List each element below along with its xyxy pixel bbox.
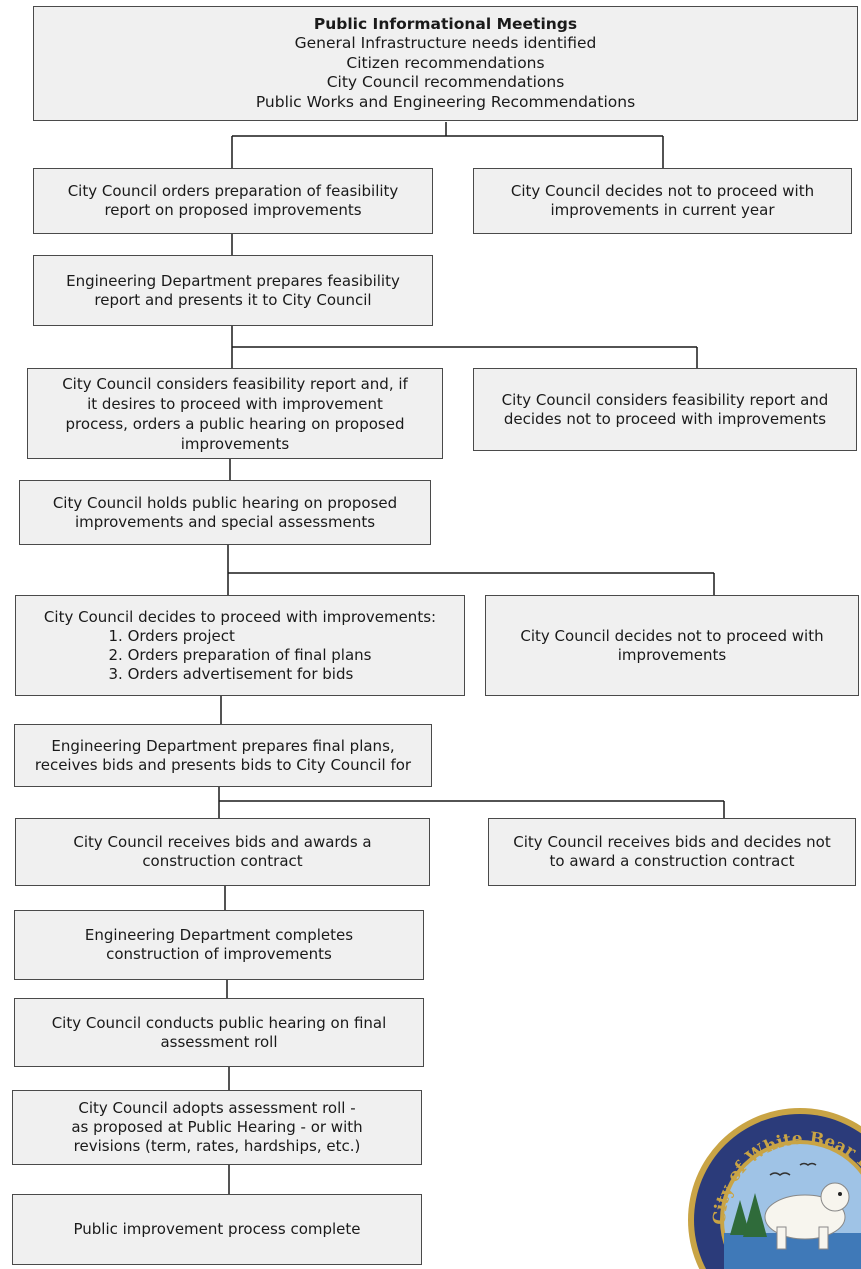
box-line: Public improvement process complete <box>73 1220 361 1238</box>
box-line: construction of improvements <box>106 945 332 963</box>
box-line: receives bids and presents bids to City … <box>34 755 412 774</box>
council-not-proceed-box: City Council decides not to proceed with… <box>485 595 859 696</box>
engineering-completes-construction-box: Engineering Department completes constru… <box>14 910 424 980</box>
top-line: Citizen recommendations <box>346 53 545 72</box>
box-line: decides not to proceed with improvements <box>503 409 827 428</box>
box-line: City Council considers feasibility repor… <box>62 374 408 393</box>
city-seal-logo: City of White Bear Lake Minnesota <box>685 1105 861 1269</box>
box-line: City Council adopts assessment roll - <box>78 1099 356 1117</box>
box-line: City Council orders preparation of feasi… <box>67 182 399 200</box>
box-line: it desires to proceed with improvement <box>87 394 383 413</box>
engineering-prepares-feasibility-box: Engineering Department prepares feasibil… <box>33 255 433 326</box>
council-proceeds-with-improvements-box: City Council decides to proceed with imp… <box>15 595 465 696</box>
box-line: City Council decides not to proceed with <box>510 182 815 200</box>
council-awards-contract-box: City Council receives bids and awards a … <box>15 818 430 886</box>
top-title: Public Informational Meetings <box>313 14 578 33</box>
box-line: Engineering Department completes <box>84 926 354 944</box>
box-line: City Council decides not to proceed with <box>520 626 824 645</box>
box-line: improvements <box>617 645 727 664</box>
list-item: 3. Orders advertisement for bids <box>108 664 354 683</box>
box-line: City Council holds public hearing on pro… <box>52 493 398 512</box>
council-not-proceed-current-year-box: City Council decides not to proceed with… <box>473 168 852 234</box>
top-line: General Infrastructure needs identified <box>294 34 597 53</box>
box-line: construction contract <box>142 852 303 870</box>
council-adopts-assessment-roll-box: City Council adopts assessment roll - as… <box>12 1090 422 1165</box>
box-line: report and presents it to City Council <box>94 290 372 309</box>
box-line: as proposed at Public Hearing - or with <box>71 1118 363 1136</box>
council-considers-orders-hearing-box: City Council considers feasibility repor… <box>27 368 443 459</box>
council-decides-not-award-box: City Council receives bids and decides n… <box>488 818 856 886</box>
council-final-assessment-hearing-box: City Council conducts public hearing on … <box>14 998 424 1067</box>
box-line: Engineering Department prepares final pl… <box>51 736 395 755</box>
box-line: City Council receives bids and decides n… <box>513 833 831 851</box>
box-line: City Council conducts public hearing on … <box>51 1013 387 1032</box>
box-line: improvements and special assessments <box>74 512 376 531</box>
box-line: City Council receives bids and awards a <box>73 833 372 851</box>
process-complete-box: Public improvement process complete <box>12 1194 422 1265</box>
box-line: assessment roll <box>160 1032 278 1051</box>
box-line: improvements in current year <box>550 201 775 219</box>
proceed-action-list: 1. Orders project 2. Orders preparation … <box>109 627 372 684</box>
box-line: improvements <box>180 434 290 453</box>
list-item: 2. Orders preparation of final plans <box>108 645 372 664</box>
public-informational-meetings-box: Public Informational Meetings General In… <box>33 6 858 121</box>
top-line: Public Works and Engineering Recommendat… <box>255 92 636 111</box>
list-item: 1. Orders project <box>108 626 235 645</box>
box-line: to award a construction contract <box>549 852 795 870</box>
box-line: report on proposed improvements <box>104 201 362 219</box>
council-holds-public-hearing-box: City Council holds public hearing on pro… <box>19 480 431 545</box>
council-considers-not-proceed-box: City Council considers feasibility repor… <box>473 368 857 451</box>
engineering-prepares-final-plans-box: Engineering Department prepares final pl… <box>14 724 432 787</box>
council-orders-feasibility-box: City Council orders preparation of feasi… <box>33 168 433 234</box>
box-line: process, orders a public hearing on prop… <box>65 414 405 433</box>
box-line: revisions (term, rates, hardships, etc.) <box>73 1137 361 1155</box>
box-line: City Council considers feasibility repor… <box>501 390 829 409</box>
top-line: City Council recommendations <box>326 73 565 92</box>
box-line: City Council decides to proceed with imp… <box>43 607 437 626</box>
box-line: Engineering Department prepares feasibil… <box>66 271 400 290</box>
